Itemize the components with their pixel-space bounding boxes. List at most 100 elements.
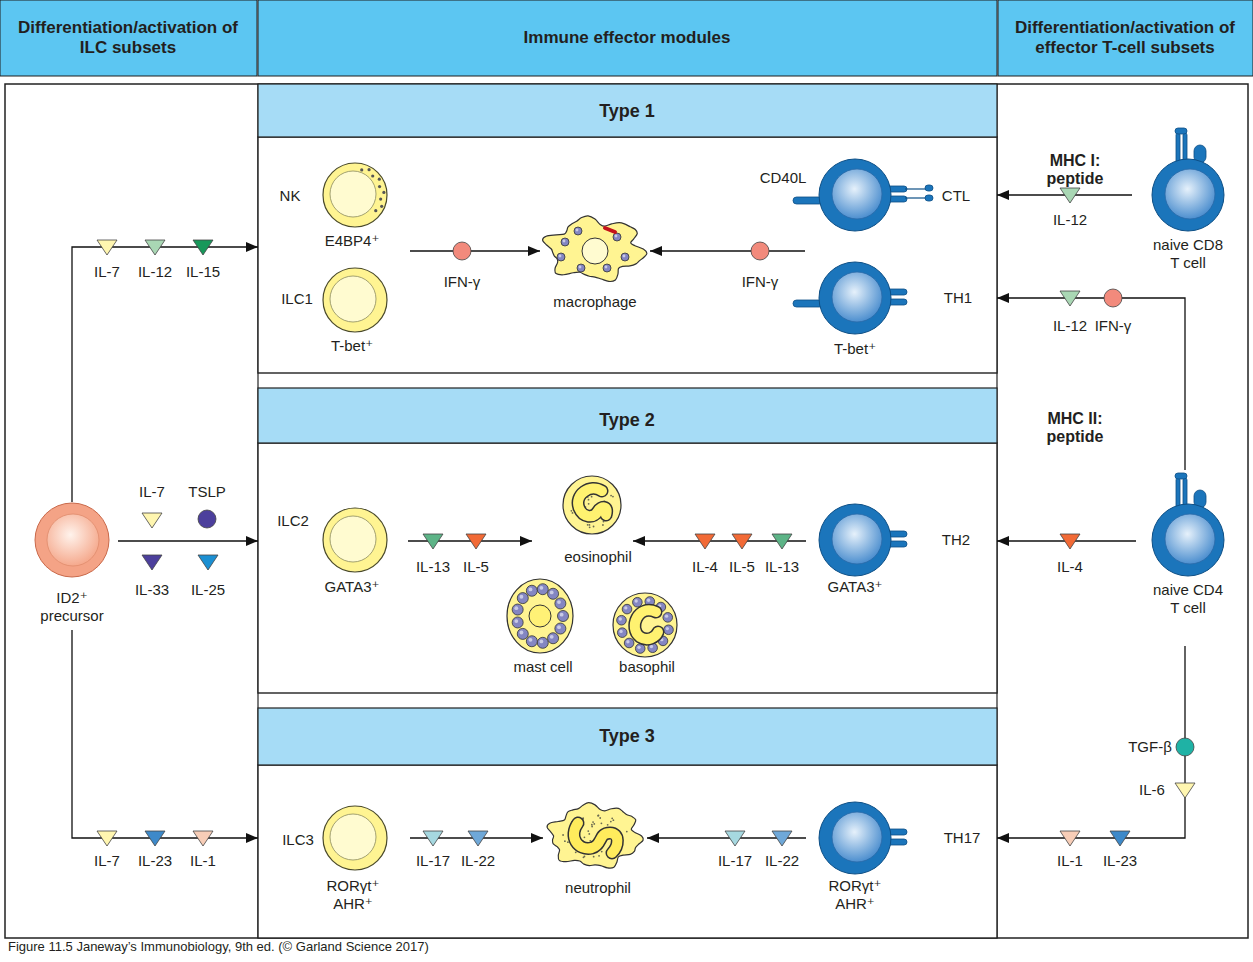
cell-part xyxy=(529,587,533,591)
node-label: macrophage xyxy=(553,293,636,311)
cell-part xyxy=(663,613,673,623)
cell-part xyxy=(619,617,622,620)
cytokine-triangle xyxy=(1110,831,1130,846)
arrow-connector xyxy=(410,837,543,838)
tcell-outline xyxy=(818,261,892,335)
node-label: ILC2 xyxy=(277,512,309,530)
module-panel: Type 1NKE4BP4⁺ILC1T-bet⁺macrophageCTLTH1… xyxy=(258,84,997,373)
neut-outline xyxy=(548,803,642,869)
cell-part xyxy=(514,606,518,610)
cytokine-triangle xyxy=(97,240,117,255)
node-sublabel: RORγt⁺ AHR⁺ xyxy=(825,877,885,913)
cell-part xyxy=(591,826,593,828)
cell-part xyxy=(584,855,586,857)
node-sublabel: T-bet⁺ xyxy=(834,340,876,358)
cell-part xyxy=(591,824,593,826)
cytokine-label: IL-23 xyxy=(138,852,172,870)
cell-part xyxy=(587,524,589,526)
cell-part xyxy=(615,235,618,238)
node-label: basophil xyxy=(619,658,675,676)
cytokine-triangle xyxy=(1060,534,1080,549)
cell-part xyxy=(562,834,564,836)
cell-part xyxy=(519,631,523,635)
ilc1-cell: ILC1T-bet⁺ xyxy=(322,267,388,333)
cell-part xyxy=(514,619,518,623)
cytokine-label: IFN-γ xyxy=(444,273,481,291)
node-sublabel: E4BP4⁺ xyxy=(325,232,380,250)
cell-part xyxy=(613,233,621,241)
tcell-outline xyxy=(818,503,892,577)
cell-part xyxy=(1165,514,1215,564)
cell-part xyxy=(517,593,528,604)
node-label: ILC3 xyxy=(282,831,314,849)
cell-part xyxy=(547,803,643,868)
cell-part xyxy=(526,585,537,596)
cell-part xyxy=(589,526,591,528)
cytokine-label: TGF-β xyxy=(1128,738,1172,756)
cell-part xyxy=(666,627,669,630)
node-label: TH2 xyxy=(942,531,970,549)
cytokine-triangle xyxy=(772,534,792,549)
cytokine-triangle xyxy=(423,831,443,846)
header-band: Differentiation/activation of ILC subset… xyxy=(0,0,257,76)
cell-part xyxy=(543,216,647,282)
cell-part xyxy=(517,628,528,639)
cell-part xyxy=(379,197,382,200)
yellow-outline xyxy=(322,805,388,871)
cell-part xyxy=(925,195,933,201)
precursor-cell: ID2⁺ precursor xyxy=(34,502,110,578)
cytokine-triangle xyxy=(1175,783,1195,798)
cell-part xyxy=(1175,128,1187,134)
cell-part xyxy=(607,824,609,826)
cell-part xyxy=(563,476,621,534)
cell-part xyxy=(507,579,573,653)
node-label: NK xyxy=(280,187,301,205)
cell-part xyxy=(612,819,614,821)
cell-part xyxy=(635,610,658,639)
cell-part xyxy=(576,229,579,232)
node-sublabel: GATA3⁺ xyxy=(828,578,883,596)
cell-part xyxy=(560,613,564,617)
tcell-outline xyxy=(1150,157,1226,233)
cell-part xyxy=(555,623,566,634)
cell-part xyxy=(557,600,561,604)
cytokine-triangle xyxy=(772,831,792,846)
cell-part xyxy=(819,262,891,334)
cell-part xyxy=(793,197,823,204)
cell-part xyxy=(634,599,637,602)
cell-part xyxy=(577,264,585,272)
yellow-outline xyxy=(322,507,388,573)
cytokine-label: IL-1 xyxy=(190,852,216,870)
cell-part xyxy=(575,851,577,853)
module-panel: Type 2ILC2GATA3⁺eosinophilmast cellbasop… xyxy=(258,388,997,693)
node-label: Type 2 xyxy=(599,411,655,429)
cell-part xyxy=(819,504,907,576)
arrow-connector xyxy=(647,837,806,838)
cytokine-triangle xyxy=(468,831,488,846)
cytokine-label: IL-7 xyxy=(139,483,165,501)
header-band: Differentiation/activation of effector T… xyxy=(998,0,1253,76)
cell-part xyxy=(512,604,523,615)
cell-part xyxy=(819,159,891,231)
cell-part xyxy=(665,614,668,617)
cytokine-label: IL-17 xyxy=(416,852,450,870)
cell-part xyxy=(557,253,565,261)
cytokine-label: IL-12 xyxy=(138,263,172,281)
cytokine-label: IL-33 xyxy=(135,581,169,599)
cytokine-triangle xyxy=(695,534,715,549)
cell-part xyxy=(258,388,997,443)
cell-part xyxy=(330,516,376,562)
cytokine-triangle xyxy=(423,534,443,549)
cytokine-label: IL-12 xyxy=(1053,211,1087,229)
cell-part xyxy=(548,588,559,599)
cytokine-triangle xyxy=(142,513,162,528)
cell-part xyxy=(529,638,533,642)
eos-outline xyxy=(562,475,622,535)
cell-part xyxy=(323,508,387,572)
arrow-connector xyxy=(72,247,258,502)
cell-part xyxy=(617,628,627,638)
cell-part xyxy=(598,855,600,857)
cell-part xyxy=(605,228,615,232)
